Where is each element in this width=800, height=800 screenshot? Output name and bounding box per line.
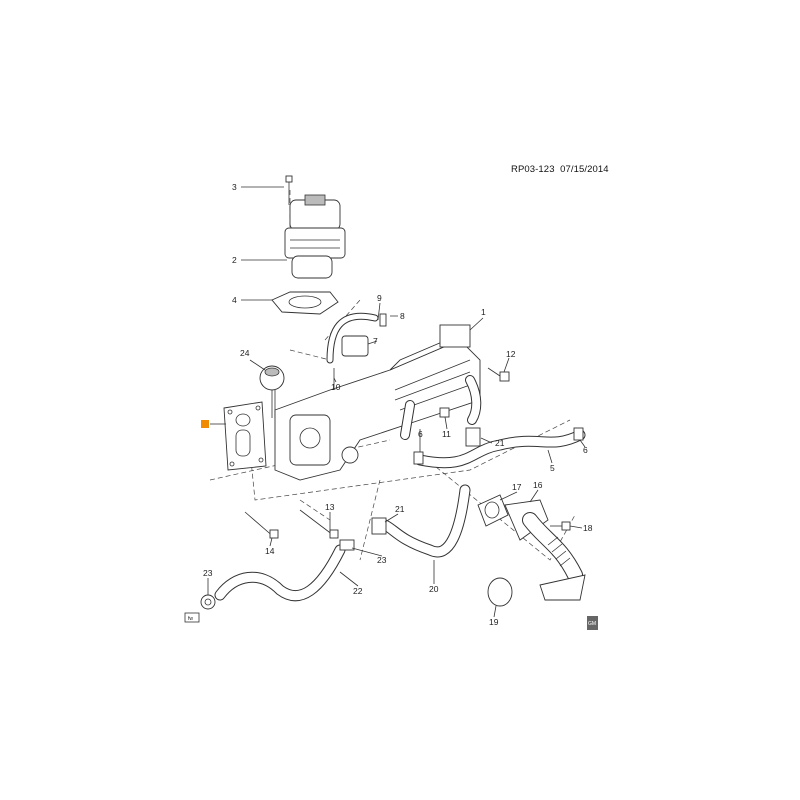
- callout: 16: [533, 480, 543, 490]
- highlight-marker: [201, 420, 209, 428]
- hose-9-inner: [327, 313, 378, 363]
- bolt-12: [487, 367, 510, 382]
- clamp-19: [487, 577, 513, 607]
- callout: 23: [203, 568, 213, 578]
- callout: 5: [550, 463, 555, 473]
- callout: 13: [325, 502, 335, 512]
- callout: 3: [232, 182, 237, 192]
- callout: 9: [377, 293, 382, 303]
- clamp-6a: [413, 451, 424, 465]
- egr-cooler: [274, 324, 482, 481]
- bolt-18: [550, 521, 571, 531]
- diagram-header: RP03-123 07/15/2014: [511, 164, 609, 175]
- clamp-6b: [573, 427, 584, 441]
- callout-labels: 3 2 4 9 8 1 7 24 12 10 6 11 21 6 5 17 16…: [203, 182, 593, 627]
- callout: 10: [331, 382, 341, 392]
- nut-11: [439, 407, 450, 418]
- bolt-8: [379, 313, 387, 327]
- egr-gasket-highlighted: [223, 401, 267, 471]
- bolt-13: [299, 509, 339, 539]
- clamp-23a: [200, 594, 216, 610]
- gm-logo: GM: [587, 616, 598, 630]
- callout: 21: [495, 438, 505, 448]
- diagram-id: RP03-123: [511, 164, 555, 175]
- egr-valve: [284, 194, 346, 279]
- callout: 2: [232, 255, 237, 265]
- callout: 4: [232, 295, 237, 305]
- callout: 11: [442, 429, 451, 439]
- gasket-17: [477, 494, 509, 527]
- bolt-14: [244, 511, 279, 539]
- callout: 23: [377, 555, 387, 565]
- gm-logo-text: GM: [588, 621, 596, 627]
- bolt-3: [285, 175, 293, 205]
- callout: 14: [265, 546, 275, 556]
- callout: 22: [353, 586, 363, 596]
- leader-lines: [207, 186, 586, 618]
- callout: 21: [395, 504, 405, 514]
- clamp-23b: [339, 539, 355, 551]
- callout: 24: [240, 348, 250, 358]
- front-badge: fw: [184, 612, 200, 623]
- sensor-7: [341, 335, 369, 357]
- callout: 19: [489, 617, 499, 627]
- callout: 8: [400, 311, 405, 321]
- diagram-date: 07/15/2014: [560, 164, 609, 175]
- callout: 1: [481, 307, 486, 317]
- pipe-16: [504, 499, 586, 601]
- callout: 6: [583, 445, 588, 455]
- front-badge-text: fw: [188, 616, 193, 622]
- callout: 7: [373, 336, 378, 346]
- callout: 17: [512, 482, 522, 492]
- gasket-4: [271, 291, 339, 315]
- callout: 12: [506, 349, 516, 359]
- clamp-21a: [465, 427, 481, 447]
- callout: 20: [429, 584, 439, 594]
- clamp-21b: [371, 517, 387, 535]
- callout: 18: [583, 523, 593, 533]
- callout: 6: [418, 429, 423, 439]
